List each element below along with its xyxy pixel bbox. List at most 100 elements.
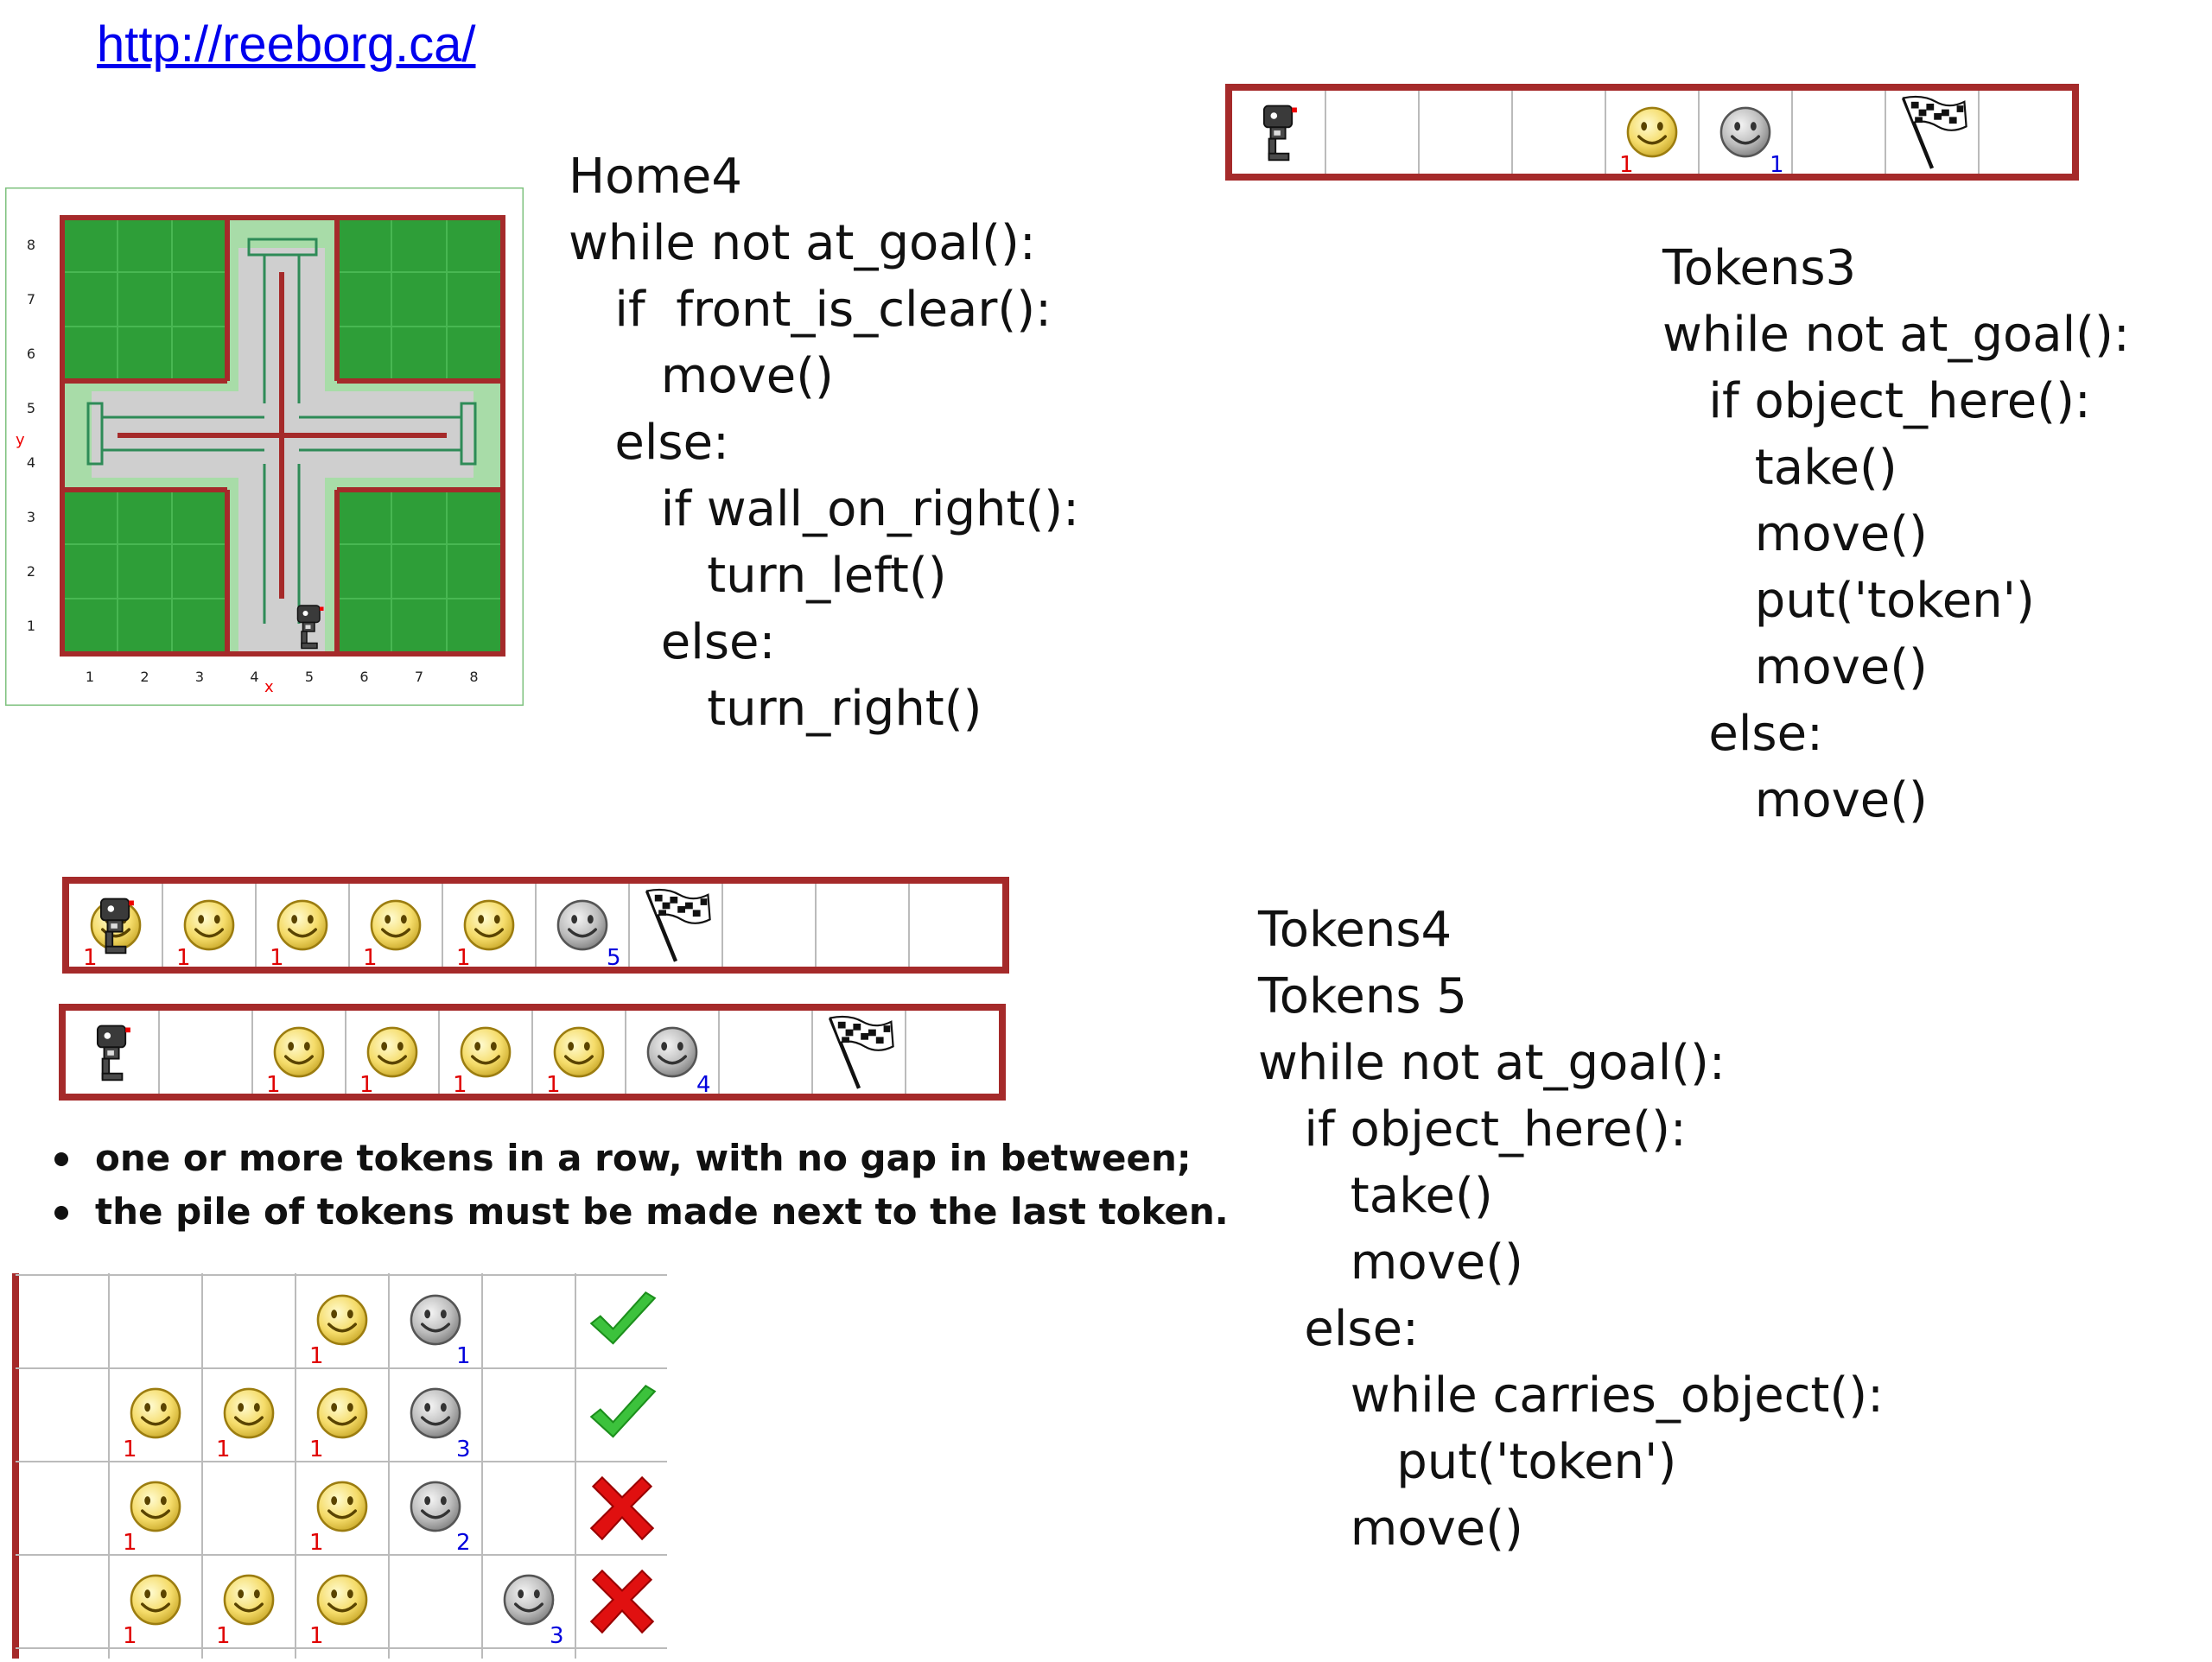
token-icon (369, 898, 423, 952)
code-line: move() (1258, 1234, 1523, 1291)
pile-count: 1 (1770, 152, 1784, 178)
pile-count: 3 (550, 1623, 564, 1649)
token-count: 1 (453, 1072, 467, 1098)
token-icon (316, 1294, 368, 1346)
token-pile-icon (410, 1481, 461, 1532)
check-icon (590, 1385, 656, 1438)
code-line: else: (569, 415, 729, 471)
token-count: 1 (309, 1437, 324, 1462)
token-count: 1 (1619, 152, 1634, 178)
code-line: move() (1662, 639, 1928, 695)
token-count: 1 (546, 1072, 561, 1098)
code-line: move() (1662, 772, 1928, 828)
token-pile-icon (410, 1294, 461, 1346)
reeborg-link[interactable]: http://reeborg.ca/ (97, 16, 476, 73)
check-icon (590, 1291, 656, 1345)
cross-icon (590, 1570, 654, 1633)
code-line: take() (1662, 440, 1897, 496)
code-line: Tokens 5 (1258, 968, 1467, 1024)
token-count: 1 (123, 1623, 137, 1649)
tokens3-code: Tokens3 while not at_goal(): if object_he… (1662, 235, 2130, 834)
token-count: 1 (123, 1530, 137, 1556)
pile-count: 1 (456, 1343, 471, 1369)
token-icon (182, 898, 236, 952)
token-icon (223, 1574, 275, 1626)
rule-item: the pile of tokens must be made next to … (48, 1185, 1229, 1239)
x-axis-label: x (264, 678, 274, 696)
x-tick-label: 6 (359, 669, 368, 685)
x-tick-label: 7 (415, 669, 423, 685)
token-count: 1 (309, 1530, 324, 1556)
x-tick-label: 3 (195, 669, 204, 685)
token-icon (365, 1025, 419, 1079)
token-count: 1 (176, 945, 191, 971)
token-icon (223, 1387, 275, 1439)
code-line: if front_is_clear(): (569, 282, 1052, 338)
token-icon (316, 1387, 368, 1439)
code-line: while not at_goal(): (1662, 307, 2130, 363)
code-line: if object_here(): (1258, 1101, 1687, 1158)
x-tick-label: 1 (86, 669, 94, 685)
code-line: else: (1258, 1301, 1419, 1357)
rule-item: one or more tokens in a row, with no gap… (48, 1132, 1229, 1185)
code-line: else: (569, 614, 776, 670)
token-count: 1 (123, 1437, 137, 1462)
home4-code: Home4 while not at_goal(): if front_is_cl… (569, 143, 1079, 742)
code-line: while not at_goal(): (569, 215, 1036, 271)
pile-count: 2 (456, 1530, 471, 1556)
cross-icon (590, 1476, 654, 1540)
token-icon (130, 1481, 181, 1532)
pile-count: 4 (696, 1072, 711, 1098)
token-icon (272, 1025, 326, 1079)
code-line: put('token') (1258, 1434, 1677, 1490)
code-line: put('token') (1662, 573, 2035, 629)
token-count: 1 (359, 1072, 374, 1098)
code-line: move() (1258, 1500, 1523, 1557)
token-pile-icon (410, 1387, 461, 1439)
y-tick-label: 4 (27, 454, 35, 471)
token-count: 1 (83, 945, 98, 971)
code-line: if wall_on_right(): (569, 481, 1080, 537)
token-icon (130, 1574, 181, 1626)
rules-list: one or more tokens in a row, with no gap… (48, 1132, 1229, 1239)
code-line: Tokens3 (1662, 240, 1857, 296)
token-icon (276, 898, 329, 952)
code-line: while carries_object(): (1258, 1367, 1884, 1424)
code-line: else: (1662, 706, 1823, 762)
token-pile-icon (556, 898, 609, 952)
code-line: move() (1662, 506, 1928, 562)
token-count: 1 (363, 945, 378, 971)
token-pile-icon (503, 1574, 555, 1626)
y-tick-label: 2 (27, 563, 35, 580)
code-line: move() (569, 348, 834, 404)
x-tick-label: 2 (140, 669, 149, 685)
code-line: Home4 (569, 149, 743, 205)
code-line: Tokens4 (1258, 902, 1452, 958)
y-tick-label: 1 (27, 618, 35, 634)
pile-count: 3 (456, 1437, 471, 1462)
y-tick-label: 6 (27, 346, 35, 362)
token-count: 1 (216, 1437, 231, 1462)
code-line: take() (1258, 1168, 1493, 1224)
code-line: while not at_goal(): (1258, 1035, 1726, 1091)
code-line: if object_here(): (1662, 373, 2091, 429)
y-axis-label: y (16, 431, 25, 449)
x-tick-label: 8 (469, 669, 478, 685)
token-icon (316, 1574, 368, 1626)
y-tick-label: 3 (27, 509, 35, 525)
y-tick-label: 8 (27, 237, 35, 253)
token-icon (459, 1025, 512, 1079)
token-icon (552, 1025, 606, 1079)
x-tick-label: 5 (305, 669, 314, 685)
pile-count: 5 (607, 945, 621, 971)
token-icon (1625, 105, 1679, 159)
